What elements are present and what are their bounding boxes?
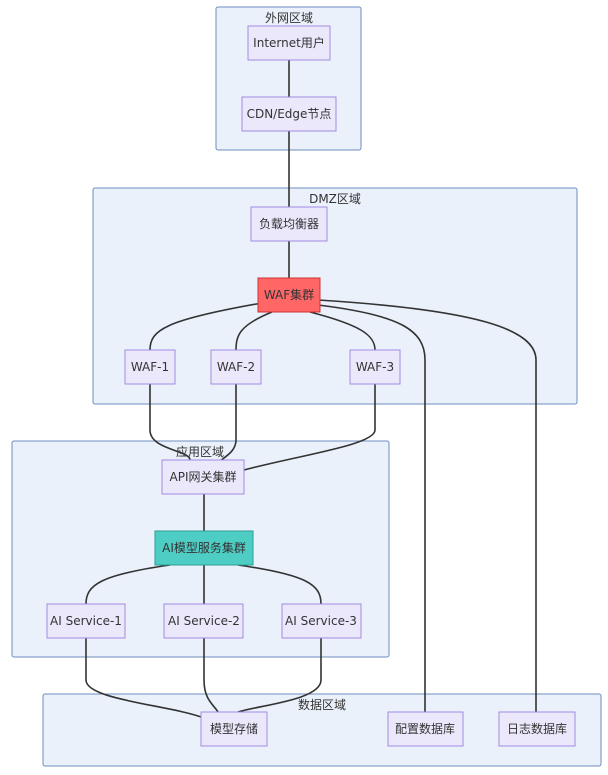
node-cdn-label: CDN/Edge节点	[247, 107, 332, 121]
node-load-balancer-label: 负载均衡器	[259, 217, 319, 231]
edge-waf3-apigw	[243, 384, 376, 471]
edge-waf-log	[317, 299, 537, 712]
node-log-db-label: 日志数据库	[507, 721, 567, 736]
node-ai-service-3-label: AI Service-3	[285, 614, 357, 628]
node-ai-service-1-label: AI Service-1	[50, 614, 122, 628]
node-waf-cluster[interactable]: WAF集群	[257, 277, 321, 313]
zone-dmz-title: DMZ区域	[309, 192, 361, 206]
edge-waf-waf3	[309, 311, 376, 351]
node-ai-service-3[interactable]: AI Service-3	[281, 603, 362, 639]
edge-waf-waf1	[149, 302, 263, 351]
node-api-gateway-label: API网关集群	[170, 469, 237, 484]
node-ai-service-2[interactable]: AI Service-2	[163, 603, 244, 639]
node-ai-service-2-label: AI Service-2	[168, 614, 240, 628]
edge-waf-waf2	[235, 311, 273, 351]
edge-ai1-model	[85, 638, 205, 719]
node-internet-user[interactable]: Internet用户	[247, 25, 331, 61]
node-ai-cluster[interactable]: AI模型服务集群	[154, 530, 254, 566]
node-ai-service-1[interactable]: AI Service-1	[46, 603, 126, 639]
zone-app-title: 应用区域	[176, 444, 224, 459]
node-waf-cluster-label: WAF集群	[264, 287, 314, 302]
node-waf-1-label: WAF-1	[131, 360, 169, 374]
node-api-gateway[interactable]: API网关集群	[161, 459, 245, 495]
node-model-storage[interactable]: 模型存储	[200, 711, 268, 747]
edge-waf2-apigw	[219, 384, 237, 462]
edge-ai-ai1	[85, 564, 171, 605]
node-waf-3-label: WAF-3	[356, 360, 394, 374]
node-waf-2-label: WAF-2	[217, 360, 255, 374]
node-log-db[interactable]: 日志数据库	[498, 711, 576, 747]
node-internet-user-label: Internet用户	[253, 35, 325, 50]
node-config-db[interactable]: 配置数据库	[387, 711, 464, 747]
edge-waf-config	[317, 304, 426, 712]
node-waf-3[interactable]: WAF-3	[349, 349, 401, 385]
edges	[85, 60, 537, 719]
edge-ai3-model	[237, 638, 322, 713]
edge-waf1-apigw	[149, 384, 191, 461]
zone-internet-title: 外网区域	[265, 11, 313, 25]
node-model-storage-label: 模型存储	[210, 721, 258, 736]
edge-ai-ai3	[237, 564, 322, 605]
node-ai-cluster-label: AI模型服务集群	[162, 540, 246, 555]
node-waf-2[interactable]: WAF-2	[210, 349, 262, 385]
zone-data-title: 数据区域	[298, 697, 346, 712]
node-load-balancer[interactable]: 负载均衡器	[250, 206, 328, 242]
node-cdn[interactable]: CDN/Edge节点	[241, 96, 337, 132]
node-waf-1[interactable]: WAF-1	[124, 349, 176, 385]
node-config-db-label: 配置数据库	[395, 721, 455, 736]
edge-ai2-model	[203, 638, 219, 713]
